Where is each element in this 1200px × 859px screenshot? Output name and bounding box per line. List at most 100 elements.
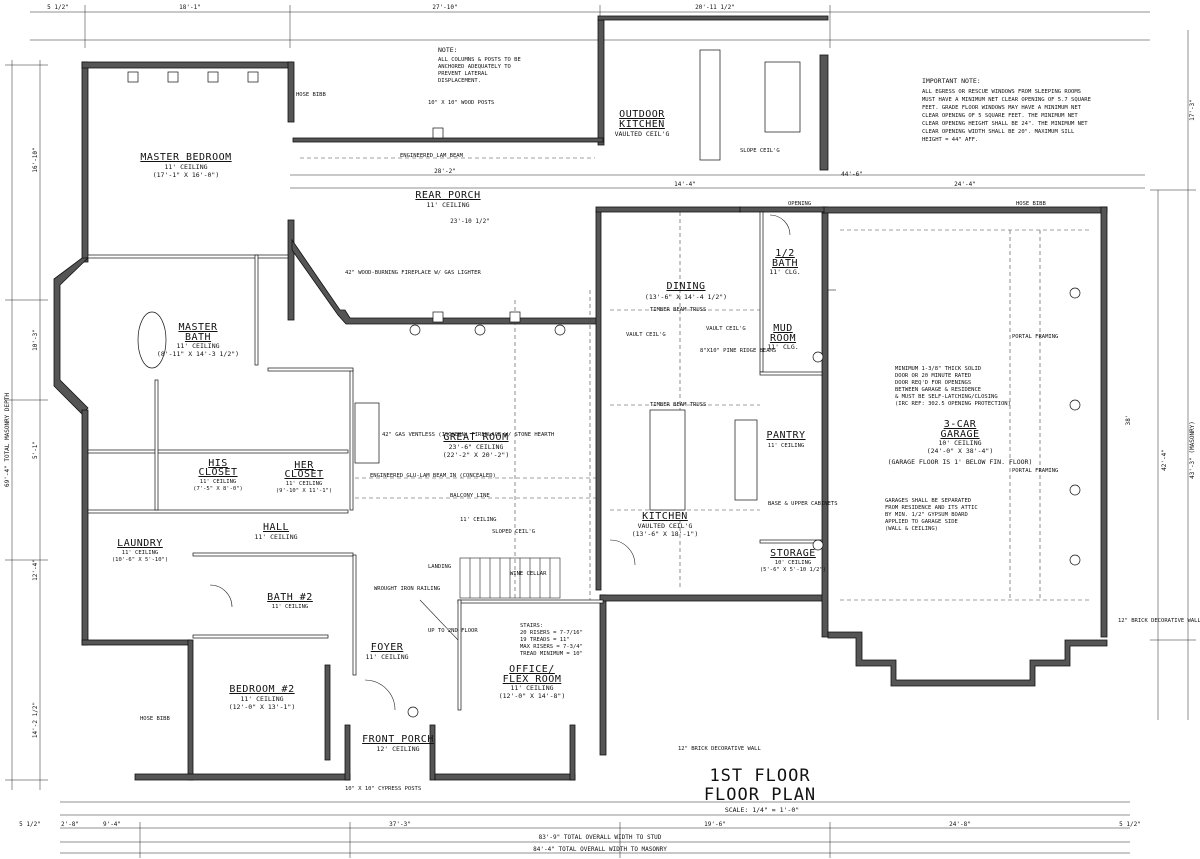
room-ceiling: 11' CEILING <box>240 695 283 703</box>
dim-left: 10'-3" <box>32 329 39 351</box>
posts-label: 10" X 10" WOOD POSTS <box>428 100 494 106</box>
room-name: KITCHEN <box>642 511 688 522</box>
room-ceiling: 10' CEILING <box>938 439 981 447</box>
vault-label: VAULT CEIL'G <box>626 332 666 338</box>
important-note-line: MUST HAVE A MINIMUM NET CLEAR OPENING OF… <box>922 97 1091 103</box>
note-box: NOTE: ALL COLUMNS & POSTS TO BE ANCHORED… <box>438 46 521 84</box>
room-name: MUD <box>773 323 793 334</box>
room-ceiling: 11' CEILING <box>510 684 553 692</box>
garage-separation-note: APPLIED TO GARAGE SIDE <box>885 519 958 525</box>
room-storage: STORAGE 10' CEILING (5'-6" X 5'-10 1/2") <box>760 548 826 573</box>
room-ceiling: 23'-6" CEILING <box>449 443 504 451</box>
room-name: OFFICE/ <box>509 664 555 675</box>
dim-bottom: 37'-3" <box>389 821 411 828</box>
dim-mid: 24'-4" <box>954 181 976 188</box>
room-name: GARAGE <box>940 429 979 440</box>
dim-bottom: 5 1/2" <box>1119 821 1141 828</box>
room-outdoor-kitchen: OUTDOOR KITCHEN VAULTED CEIL'G <box>615 109 670 138</box>
dim-total-masonry: 84'-4" TOTAL OVERALL WIDTH TO MASONRY <box>533 846 667 853</box>
room-name: DINING <box>666 281 705 292</box>
ridge-beam-label: 8"X10" PINE RIDGE BEAMS <box>700 348 776 354</box>
room-name: PANTRY <box>766 430 805 441</box>
room-size: (13'-6" X 14'-4 1/2") <box>645 293 727 301</box>
room-size: (8'-11" X 14'-3 1/2") <box>157 350 239 358</box>
room-laundry: LAUNDRY 11' CEILING (10'-6" X 5'-10") <box>112 538 168 563</box>
room-rear-porch: REAR PORCH 11' CEILING <box>415 190 480 209</box>
room-size: (22'-2" X 20'-2") <box>443 451 510 459</box>
dim-right: 17'-3" <box>1189 99 1196 121</box>
sloped-label: SLOPED CEIL'G <box>492 529 535 535</box>
room-ceiling: 11' CEILING <box>176 342 219 350</box>
room-name: BATH <box>772 258 798 269</box>
important-note-line: FEET. GRADE FLOOR WINDOWS MAY HAVE A MIN… <box>922 105 1082 111</box>
note-line: ALL COLUMNS & POSTS TO BE <box>438 57 521 63</box>
room-name: HER <box>294 460 314 471</box>
room-office: OFFICE/ FLEX ROOM 11' CEILING (12'-0" X … <box>499 664 566 700</box>
room-ceiling: 10' CEILING <box>775 560 811 566</box>
dim-bottom: 24'-8" <box>949 821 971 828</box>
room-name: ROOM <box>770 333 796 344</box>
room-master-bedroom: MASTER BEDROOM 11' CEILING (17'-1" X 16'… <box>140 152 231 179</box>
wine-cellar-label: WINE CELLAR <box>510 571 547 577</box>
important-note-line: ALL EGRESS OR RESCUE WINDOWS FROM SLEEPI… <box>922 89 1081 95</box>
opening-label: OPENING <box>788 201 811 207</box>
dim-left: 14'-2 1/2" <box>32 702 39 738</box>
garage-separation-note: GARAGES SHALL BE SEPARATED <box>885 498 971 504</box>
room-ceiling: 11' CLG. <box>769 268 800 276</box>
room-foyer: FOYER 11' CEILING <box>365 642 408 661</box>
dim-right: 42'-4" <box>1161 449 1168 471</box>
stairs-label: 19 TREADS = 11" <box>520 637 570 643</box>
room-name: HALL <box>263 522 289 533</box>
dim-top: 18'-1" <box>179 4 201 11</box>
room-ceiling: 11' CEILING <box>122 550 158 556</box>
room-his-closet: HIS CLOSET 11' CEILING (7'-5" X 8'-0") <box>193 458 243 492</box>
drawing-title: 1ST FLOOR <box>709 766 810 786</box>
room-half-bath: 1/2 BATH 11' CLG. <box>769 248 800 276</box>
dim-bottom: 9'-4" <box>103 821 121 828</box>
room-ceiling: 11' CEILING <box>365 653 408 661</box>
room-garage: 3-CAR GARAGE 10' CEILING (24'-0" X 38'-4… <box>888 419 1033 466</box>
railing-label: WROUGHT IRON RAILING <box>374 586 440 592</box>
beam-label: ENGINEERED LAM BEAM <box>400 153 464 159</box>
room-ceiling: 11' CEILING <box>164 163 207 171</box>
truss-label: TIMBER BEAM TRUSS <box>650 402 706 408</box>
garage-separation-note: FROM RESIDENCE AND ITS ATTIC <box>885 505 978 511</box>
drawing-title-block: 1ST FLOOR FLOOR PLAN SCALE: 1/4" = 1'-0" <box>704 766 816 814</box>
room-name: CLOSET <box>198 467 237 478</box>
important-note-line: CLEAR OPENING OF 5 SQUARE FEET. THE MINI… <box>922 113 1078 119</box>
fire-door-note: MINIMUM 1-3/8" THICK SOLID <box>895 366 981 372</box>
room-name: FLEX ROOM <box>503 674 562 685</box>
room-name: STORAGE <box>770 548 816 559</box>
room-ceiling: 11' CEILING <box>272 604 308 610</box>
dimension-lines <box>5 5 1196 858</box>
room-ceiling: 11' CEILING <box>254 533 297 541</box>
room-ceiling: 11' CLG. <box>767 343 798 351</box>
dim-bottom: 2'-8" <box>61 821 79 828</box>
drawing-subtitle: FLOOR PLAN <box>704 785 816 805</box>
room-name: CLOSET <box>284 469 323 480</box>
room-name: MASTER BEDROOM <box>140 152 231 163</box>
important-note-line: CLEAR OPENING HEIGHT SHALL BE 24". THE M… <box>922 121 1088 127</box>
landing-label: LANDING <box>428 564 451 570</box>
dim-total-stud: 83'-9" TOTAL OVERALL WIDTH TO STUD <box>539 834 662 841</box>
room-kitchen: KITCHEN VAULTED CEIL'G (13'-6" X 18'-1") <box>632 511 699 538</box>
dim-bottom: 19'-6" <box>704 821 726 828</box>
room-name: REAR PORCH <box>415 190 480 201</box>
dim-bottom: 5 1/2" <box>19 821 41 828</box>
stairs-label: TREAD MINIMUM = 10" <box>520 651 583 657</box>
important-note-title: IMPORTANT NOTE: <box>922 77 981 85</box>
portal-framing-label: PORTAL FRAMING <box>1012 334 1058 340</box>
fireplace-label: 42" GAS VENTLESS (ISOKERN) FIREPLACE W/ … <box>382 432 554 438</box>
fire-door-note: BETWEEN GARAGE & RESIDENCE <box>895 387 981 393</box>
brick-wall-label: 12" BRICK DECORATIVE WALL <box>678 746 761 752</box>
vault-label: VAULT CEIL'G <box>706 326 746 332</box>
balcony-line-label: BALCONY LINE <box>450 493 490 499</box>
room-size: (5'-6" X 5'-10 1/2") <box>760 567 826 573</box>
garage-floor-note: (GARAGE FLOOR IS 1' BELOW FIN. FLOOR) <box>888 458 1033 466</box>
hose-bibb-label: HOSE BIBB <box>1016 201 1046 207</box>
room-ceiling: 12' CEILING <box>376 745 419 753</box>
hose-bibb-label: HOSE BIBB <box>140 716 170 722</box>
room-front-porch: FRONT PORCH 12' CEILING <box>362 734 433 753</box>
note-title: NOTE: <box>438 46 458 54</box>
note-line: ANCHORED ADEQUATELY TO <box>438 64 511 70</box>
